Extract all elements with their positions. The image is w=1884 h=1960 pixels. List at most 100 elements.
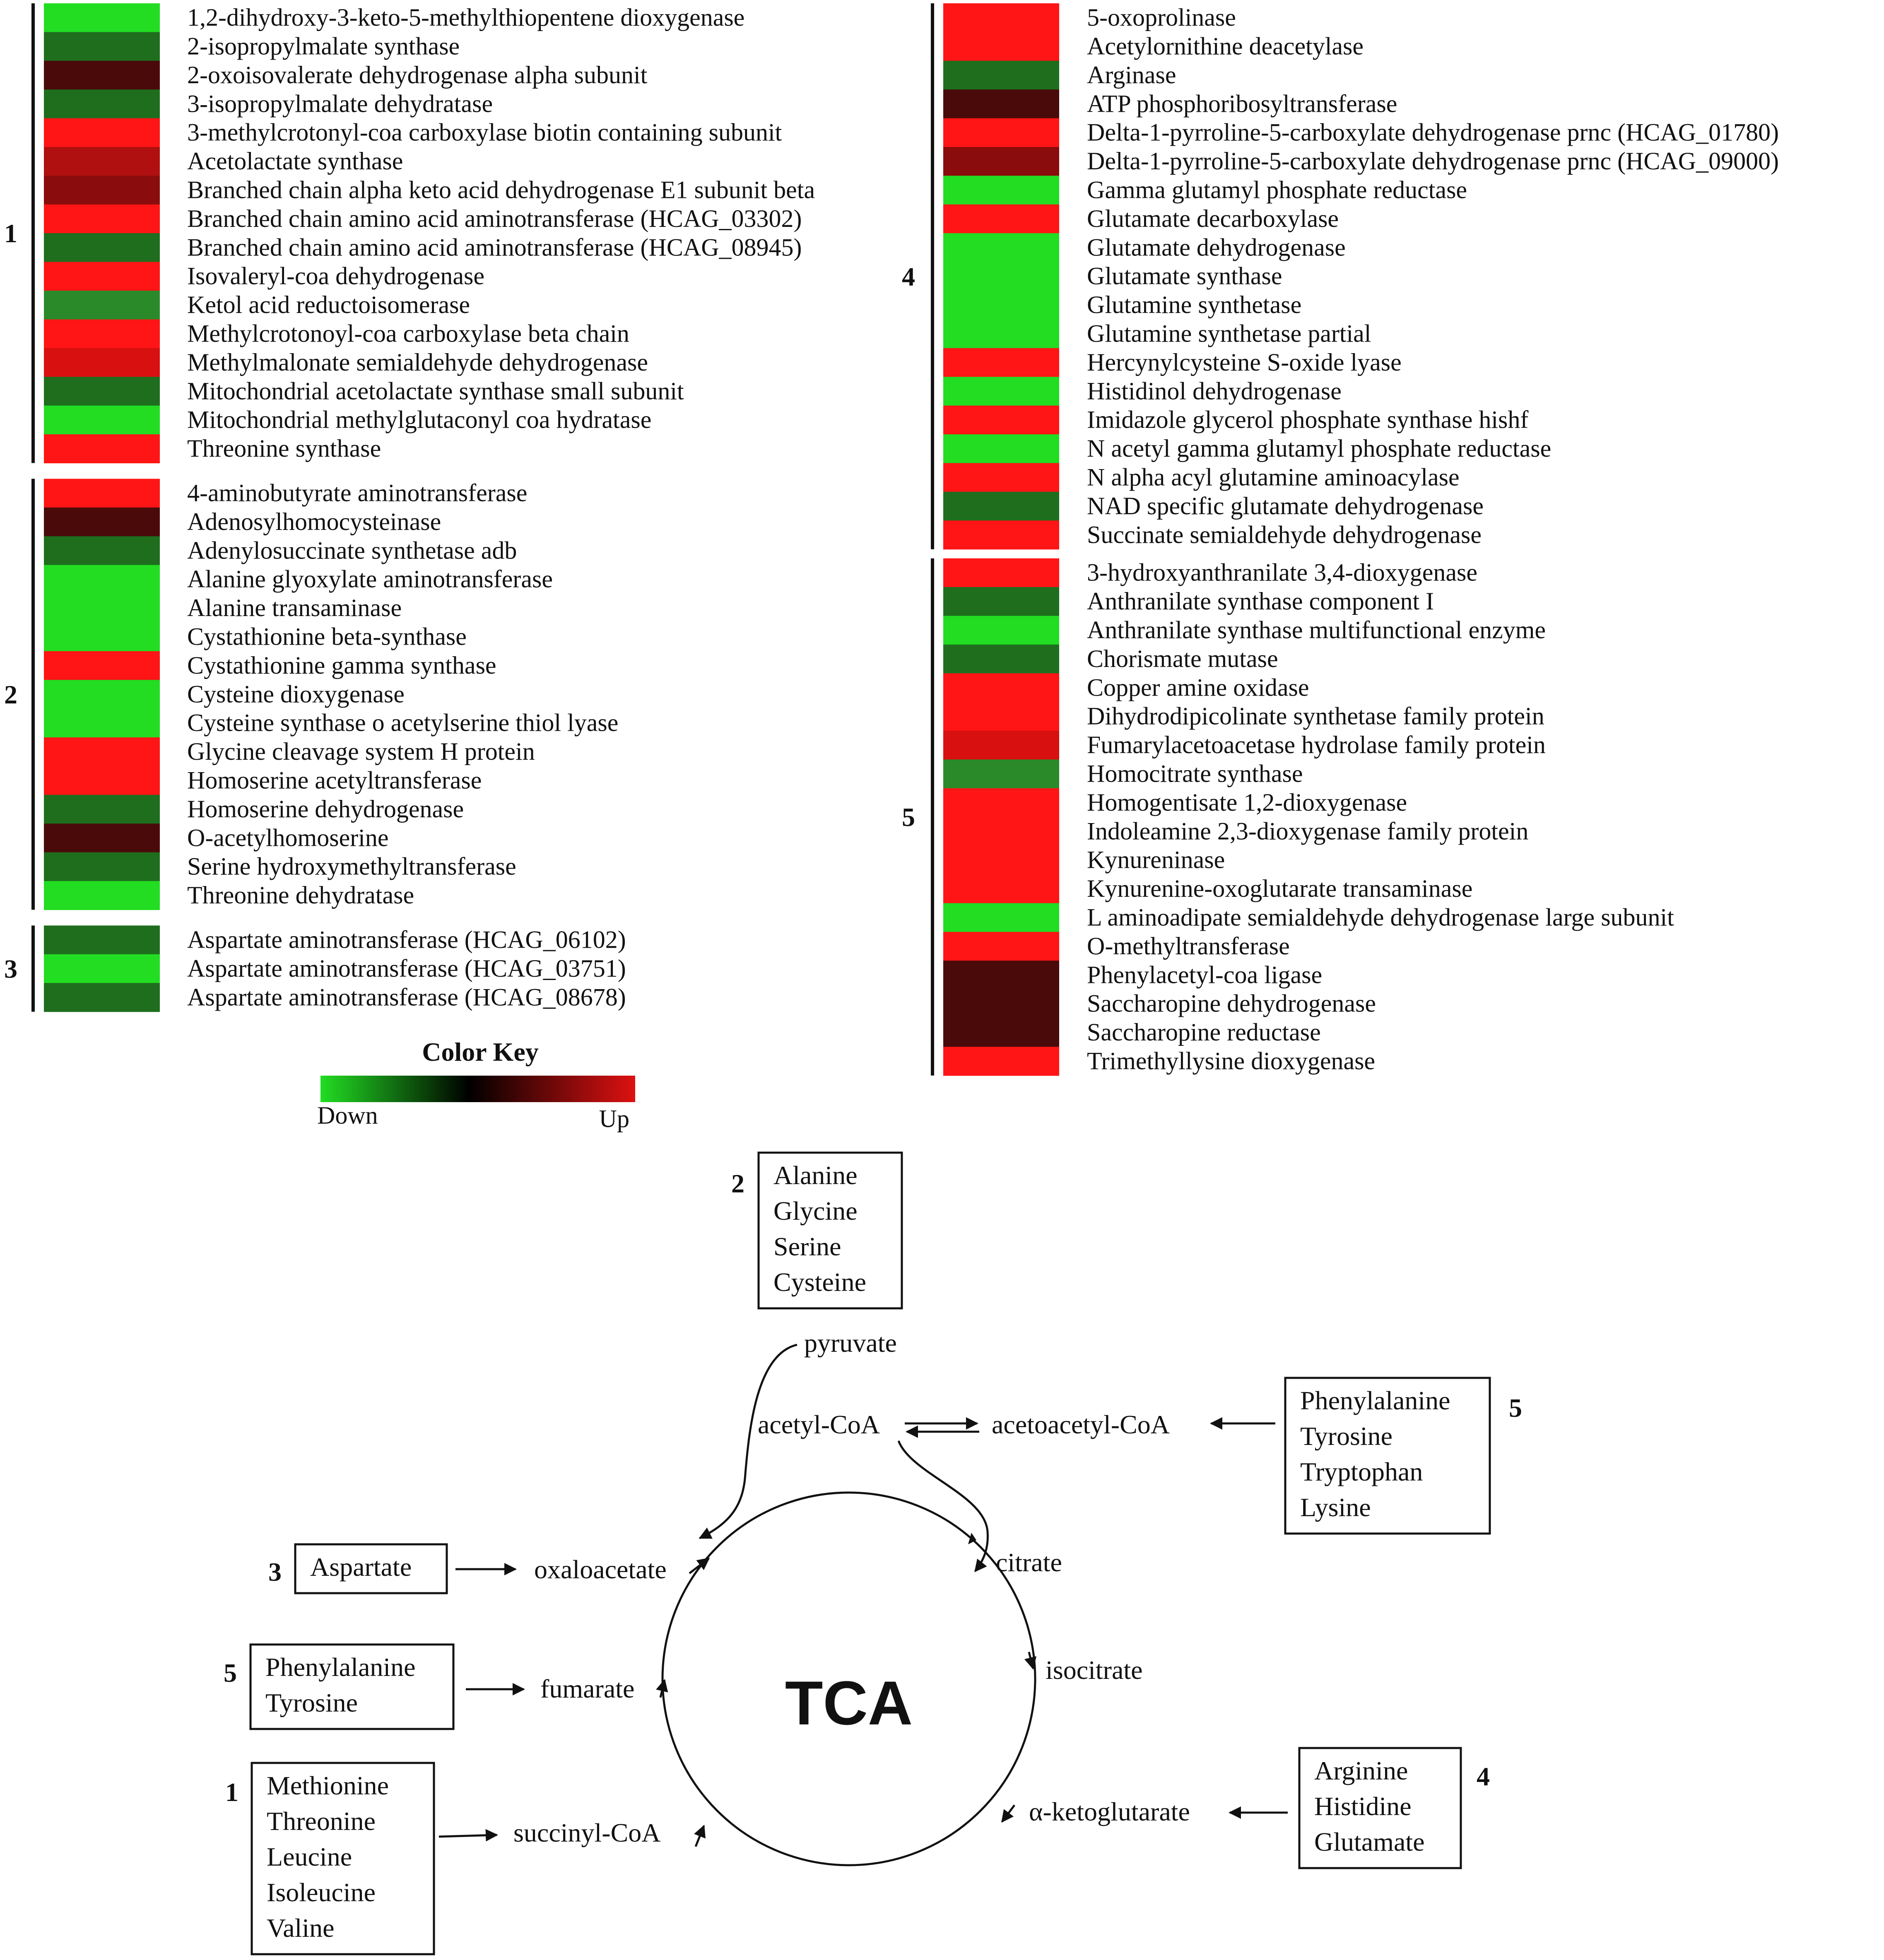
amino-acid-label: Glycine	[773, 1196, 858, 1226]
arrow-acetylcoa-to-citrate	[897, 1440, 989, 1572]
gene-label: Cysteine synthase o acetylserine thiol l…	[187, 709, 618, 737]
gene-label: Mitochondrial methylglutaconyl coa hydra…	[187, 406, 651, 433]
gene-label: N alpha acyl glutamine aminoacylase	[1087, 464, 1460, 491]
heatmap-cell	[44, 176, 160, 205]
heatmap-cell	[943, 520, 1059, 550]
amino-acid-label: Valine	[267, 1913, 335, 1943]
heatmap-cell	[44, 147, 160, 176]
metabolite-oxaloacetate: oxaloacetate	[534, 1555, 667, 1584]
heatmap-cell	[44, 708, 160, 738]
amino-acid-label: Tyrosine	[1300, 1421, 1393, 1451]
gene-label: ATP phosphoribosyltransferase	[1087, 90, 1397, 117]
gene-label: Glutamate synthase	[1087, 262, 1282, 290]
gene-label: Methylcrotonoyl-coa carboxylase beta cha…	[187, 320, 629, 347]
gene-label: Anthranilate synthase multifunctional en…	[1087, 616, 1546, 644]
heatmap-cell	[44, 377, 160, 406]
heatmap-cell	[943, 587, 1059, 616]
heatmap-cell	[943, 1018, 1059, 1047]
box-group-number: 5	[224, 1658, 237, 1688]
heatmap-cell	[44, 925, 160, 955]
gene-label: Kynureninase	[1087, 846, 1225, 874]
gene-label: Delta-1-pyrroline-5-carboxylate dehydrog…	[1087, 147, 1779, 175]
metabolite-succinyl-coa: succinyl-CoA	[513, 1818, 661, 1847]
gene-label: Gamma glutamyl phosphate reductase	[1087, 176, 1467, 204]
group-label: 1	[4, 219, 17, 248]
heatmap-cell	[44, 348, 160, 377]
color-key-title: Color Key	[422, 1037, 538, 1067]
heatmap-left-panel: 1,2-dihydroxy-3-keto-5-methylthiopentene…	[4, 3, 815, 1012]
gene-label: Imidazole glycerol phosphate synthase hi…	[1087, 406, 1528, 433]
heatmap-cell	[44, 622, 160, 652]
gene-label: Succinate semialdehyde dehydrogenase	[1087, 521, 1482, 548]
heatmap-cell	[44, 737, 160, 766]
heatmap-cell	[943, 118, 1059, 147]
heatmap-cell	[943, 961, 1059, 990]
heatmap-cell	[44, 118, 160, 147]
gene-label: Homogentisate 1,2-dioxygenase	[1087, 789, 1407, 816]
heatmap-cell	[943, 319, 1059, 349]
amino-acid-label: Methionine	[267, 1771, 389, 1800]
gene-label: Glycine cleavage system H protein	[187, 738, 535, 765]
arrow-group1-to-succinylcoa	[438, 1829, 498, 1842]
gene-label: Saccharopine reductase	[1087, 1019, 1321, 1046]
gene-label: Homocitrate synthase	[1087, 760, 1303, 787]
gene-label: Glutamate decarboxylase	[1087, 205, 1339, 232]
heatmap-cell	[44, 507, 160, 537]
heatmap-cell	[943, 731, 1059, 760]
heatmap-cell	[943, 788, 1059, 817]
gene-label: Branched chain amino acid aminotransfera…	[187, 234, 802, 261]
group-label: 4	[902, 262, 915, 291]
box-right-top	[1284, 1377, 1491, 1535]
gene-label: Phenylacetyl-coa ligase	[1087, 961, 1322, 988]
heatmap-cell	[943, 759, 1059, 789]
heatmap-cell	[44, 60, 160, 90]
heatmap-cell	[44, 536, 160, 566]
heatmap-cell	[44, 319, 160, 349]
heatmap-cell	[943, 702, 1059, 731]
heatmap-cell	[943, 1047, 1059, 1076]
gene-label: Threonine dehydratase	[187, 881, 414, 909]
gene-label: Aspartate aminotransferase (HCAG_06102)	[187, 926, 626, 954]
metabolite-pyruvate: pyruvate	[804, 1328, 897, 1358]
heatmap-cell	[44, 954, 160, 983]
metabolite-acetyl-coa: acetyl-CoA	[758, 1410, 880, 1439]
heatmap-cell	[44, 795, 160, 824]
amino-acid-label: Serine	[773, 1232, 841, 1261]
gene-label: Aspartate aminotransferase (HCAG_03751)	[187, 955, 626, 982]
gene-label: Serine hydroxymethyltransferase	[187, 853, 516, 880]
box-top	[757, 1151, 903, 1310]
metabolite-alpha-ketoglutarate: α-ketoglutarate	[1029, 1797, 1190, 1826]
heatmap-cell	[943, 558, 1059, 588]
gene-label: Mitochondrial acetolactate synthase smal…	[187, 377, 684, 405]
gene-label: Chorismate mutase	[1087, 645, 1278, 672]
heatmap-cell	[943, 405, 1059, 435]
heatmap-cell	[943, 989, 1059, 1019]
gene-label: NAD specific glutamate dehydrogenase	[1087, 492, 1484, 520]
amino-acid-label: Threonine	[267, 1806, 376, 1836]
heatmap-cell	[44, 204, 160, 234]
heatmap-cell	[44, 434, 160, 463]
box-group-number: 3	[268, 1557, 282, 1587]
gene-label: Isovaleryl-coa dehydrogenase	[187, 262, 484, 290]
gene-label: Acetolactate synthase	[187, 147, 403, 175]
gene-label: Homoserine dehydrogenase	[187, 795, 464, 823]
heatmap-cell	[943, 616, 1059, 645]
group-label: 5	[902, 802, 915, 832]
gene-label: Delta-1-pyrroline-5-carboxylate dehydrog…	[1087, 119, 1779, 146]
gene-label: Anthranilate synthase component I	[1087, 588, 1434, 615]
heatmap-cell	[943, 147, 1059, 176]
metabolite-fumarate: fumarate	[540, 1674, 634, 1703]
heatmap-cell	[943, 176, 1059, 205]
heatmap-cell	[44, 32, 160, 61]
heatmap-cell	[943, 32, 1059, 61]
gene-label: 2-isopropylmalate synthase	[187, 33, 460, 60]
gene-label: Dihydrodipicolinate synthetase family pr…	[1087, 703, 1544, 730]
arrow-pyruvate-to-oxaloacetate	[699, 1344, 797, 1539]
gene-label: Glutamine synthetase	[1087, 291, 1301, 318]
metabolite-acetoacetyl-coa: acetoacetyl-CoA	[992, 1410, 1170, 1439]
gene-label: Glutamine synthetase partial	[1087, 320, 1371, 347]
heatmap-cell	[44, 983, 160, 1012]
cycle-arrowheads	[968, 1533, 976, 1544]
gene-label: L aminoadipate semialdehyde dehydrogenas…	[1087, 904, 1674, 931]
